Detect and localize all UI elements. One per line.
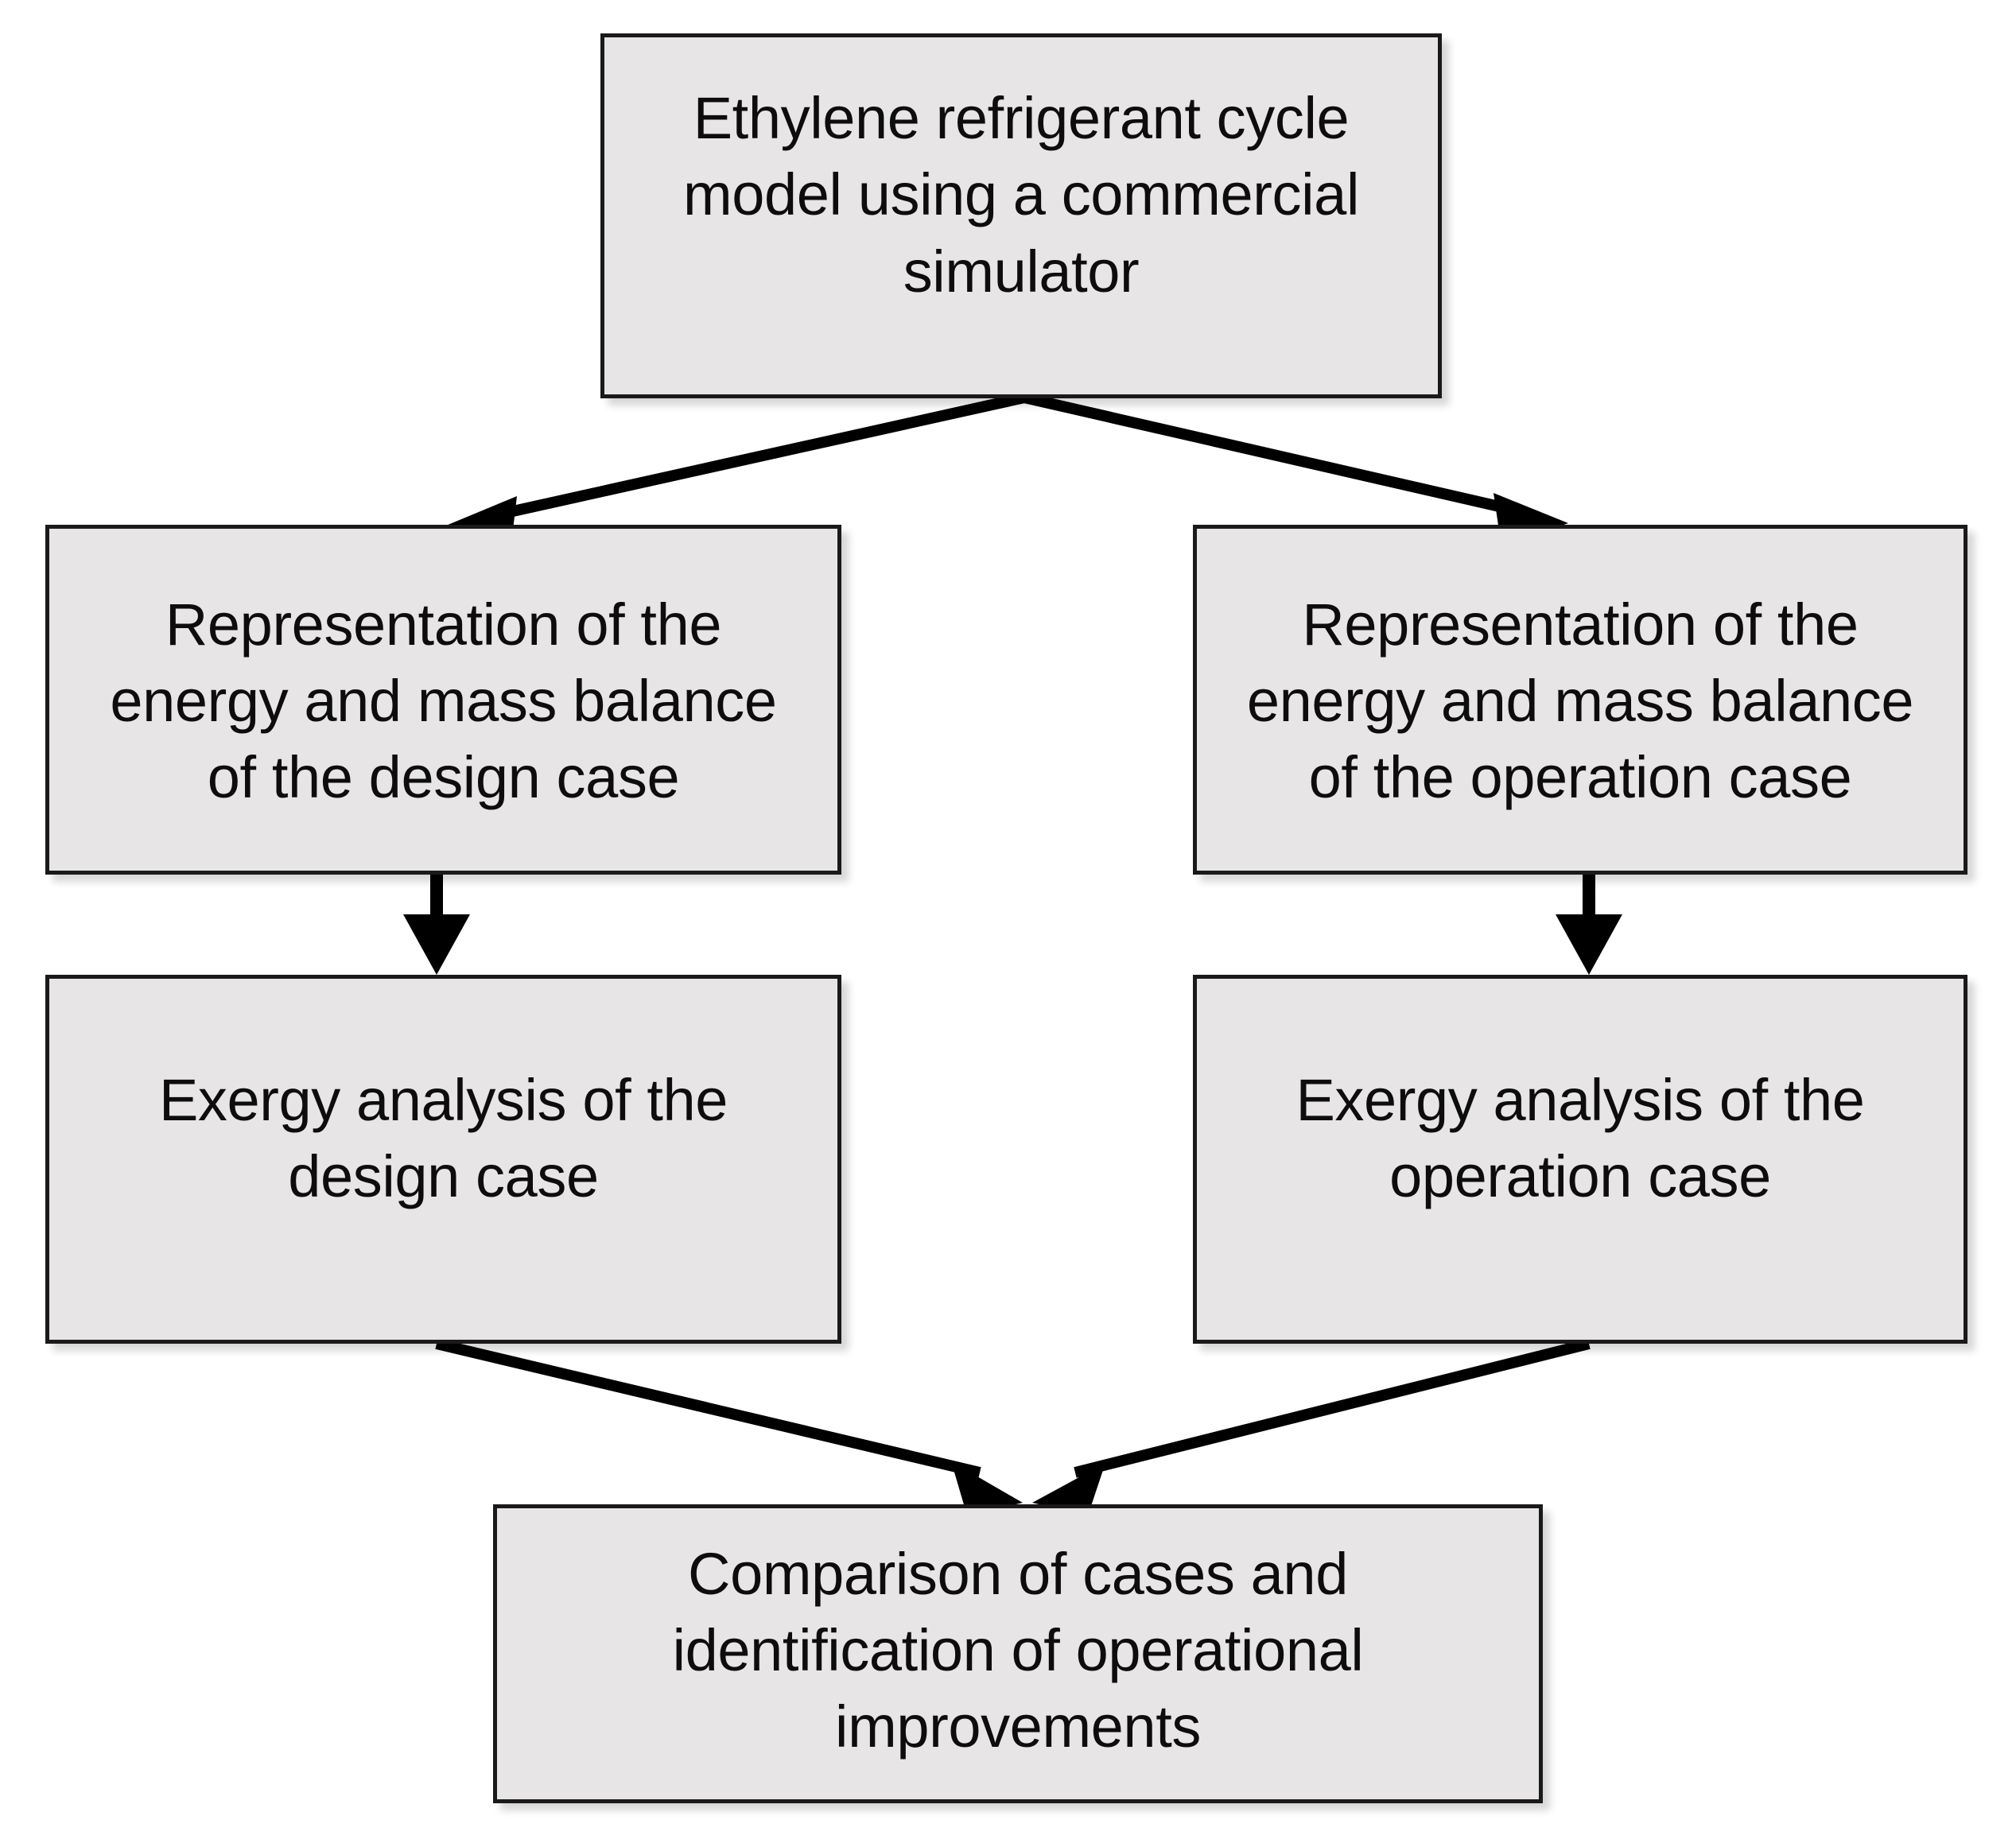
node-ethylene-refrigerant-cycle-model[interactable]: Ethylene refrigerant cycle model using a… — [600, 33, 1442, 398]
node-comparison-and-improvements[interactable]: Comparison of cases and identification o… — [493, 1504, 1543, 1803]
node-label: Representation of the energy and mass ba… — [110, 591, 777, 811]
node-label: Representation of the energy and mass ba… — [1246, 591, 1914, 811]
node-representation-design-case[interactable]: Representation of the energy and mass ba… — [45, 525, 841, 875]
node-exergy-analysis-design-case[interactable]: Exergy analysis of the design case — [45, 975, 841, 1344]
edge-mid-right-to-low-right — [1556, 875, 1622, 975]
node-label: Exergy analysis of the design case — [158, 1066, 728, 1209]
node-label: Ethylene refrigerant cycle model using a… — [683, 85, 1359, 305]
node-representation-operation-case[interactable]: Representation of the energy and mass ba… — [1193, 525, 1967, 875]
node-label: Exergy analysis of the operation case — [1295, 1066, 1865, 1209]
edge-low-left-to-bottom — [435, 1338, 1023, 1515]
edge-mid-left-to-low-left — [403, 875, 470, 975]
edge-low-right-to-bottom — [1032, 1338, 1591, 1515]
node-exergy-analysis-operation-case[interactable]: Exergy analysis of the operation case — [1193, 975, 1967, 1344]
node-label: Comparison of cases and identification o… — [672, 1540, 1364, 1760]
